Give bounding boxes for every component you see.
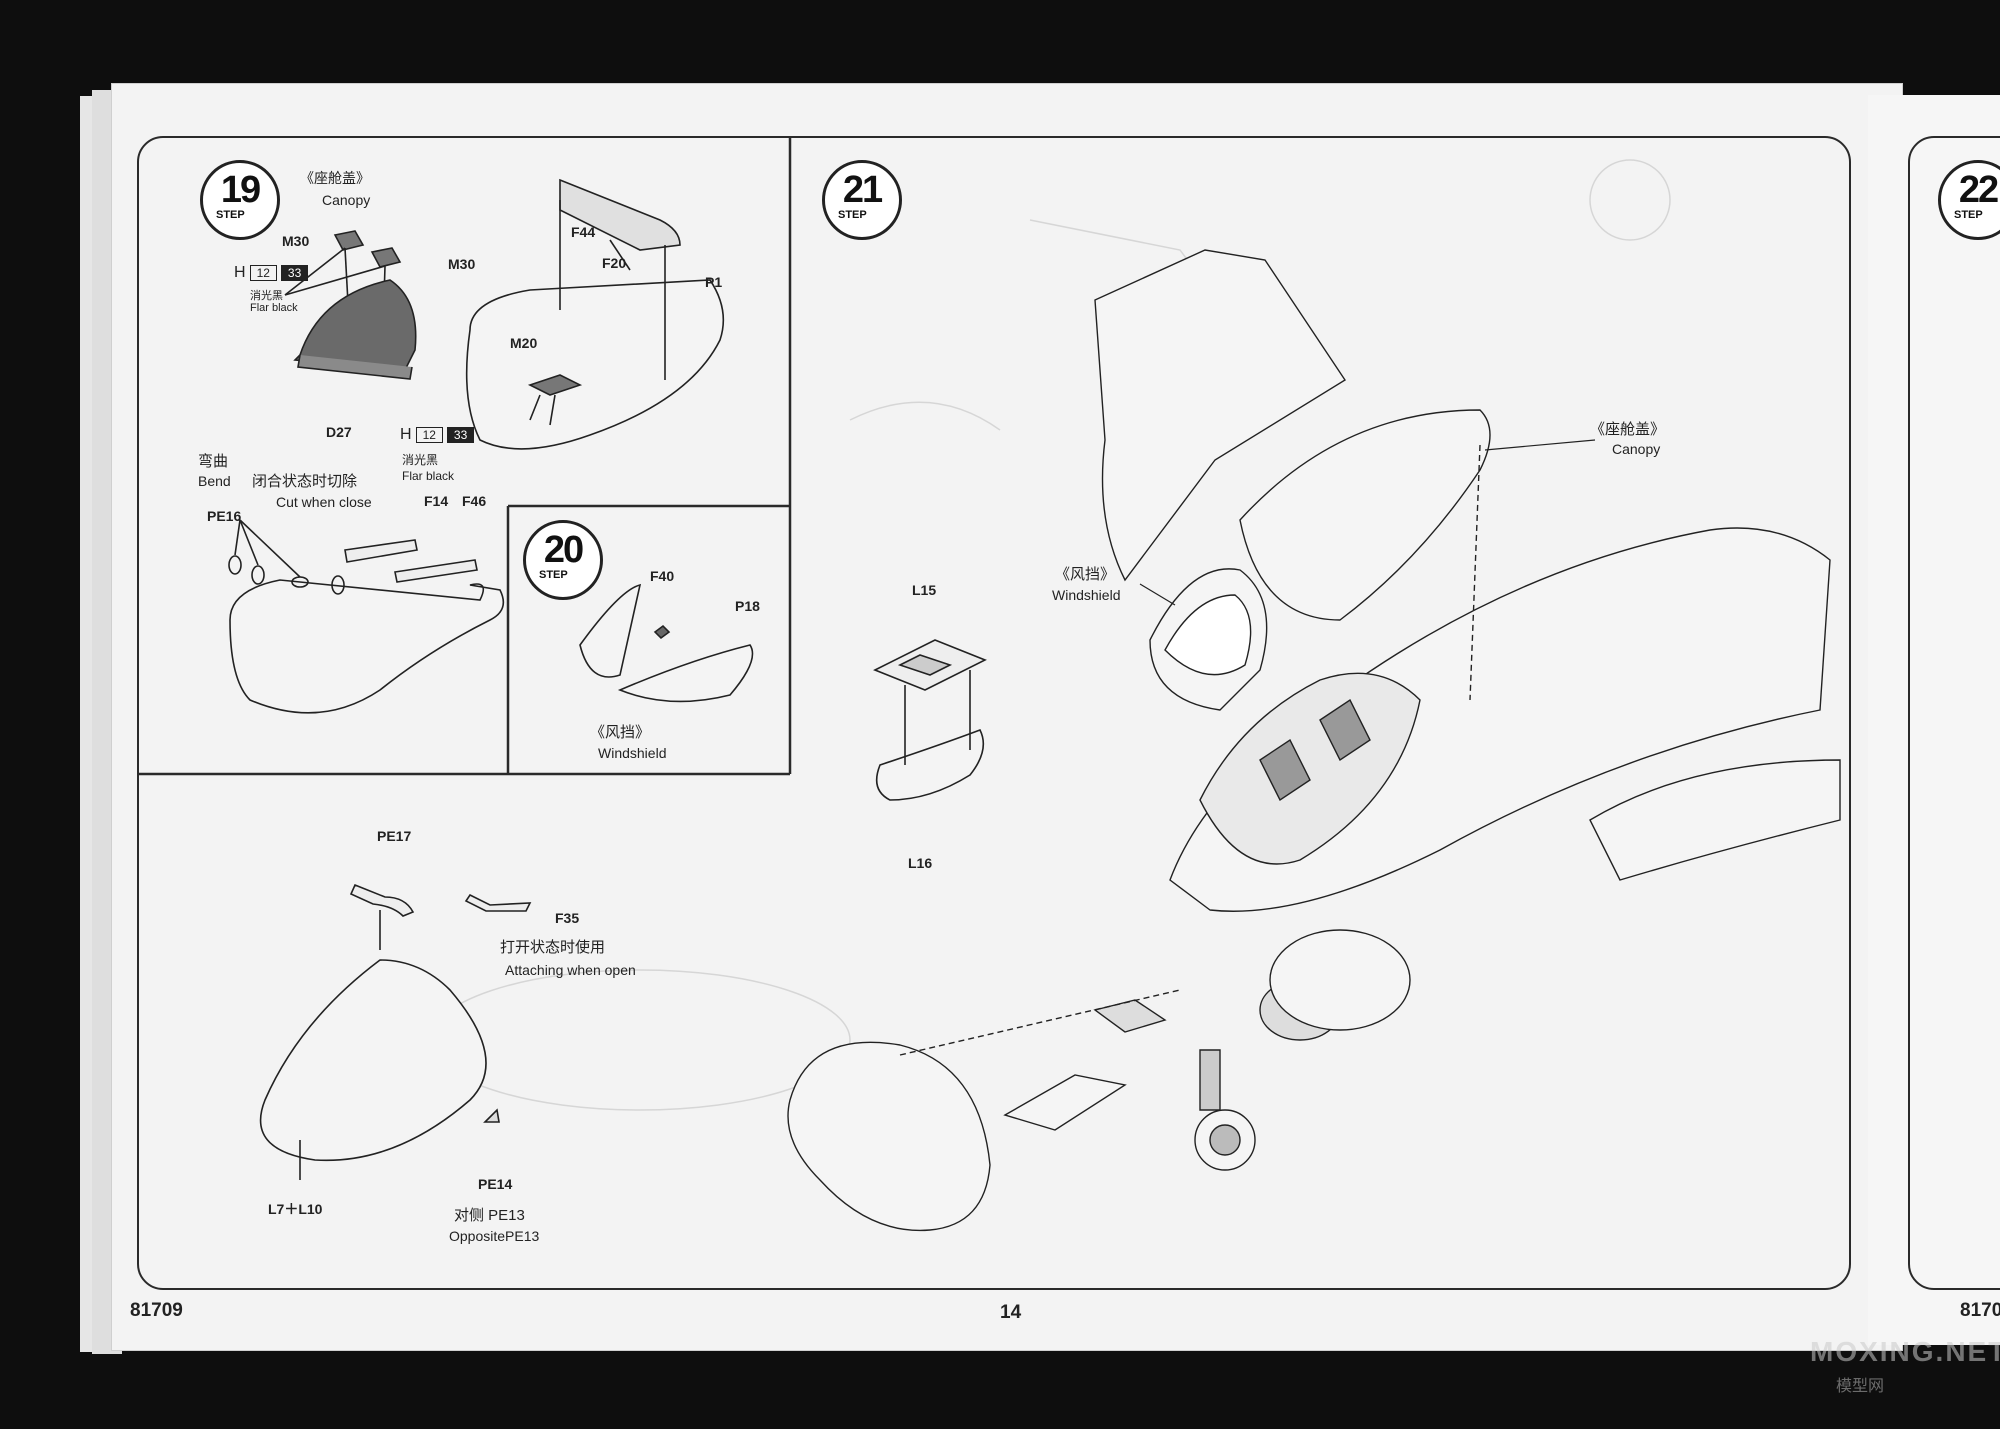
open-cn: 打开状态时使用 <box>500 939 606 956</box>
cut-en: Cut when close <box>276 494 372 510</box>
part-label: F40 <box>650 568 675 584</box>
paint-cn-2: 消光黑 <box>402 453 439 467</box>
part-label: M20 <box>510 335 538 351</box>
part-label: PE17 <box>377 828 412 844</box>
paint-number: 12 <box>249 265 277 281</box>
page-number: 14 <box>1000 1302 1022 1323</box>
opposite-en: OppositePE13 <box>449 1228 540 1244</box>
step19-step-word: STEP <box>216 209 245 221</box>
paint-prefix: H <box>400 426 412 443</box>
part-label: P18 <box>735 598 760 614</box>
watermark-cn: 模型网 <box>1836 1378 1885 1395</box>
opposite-cn: 对侧 PE13 <box>454 1207 525 1224</box>
part-label: M30 <box>448 256 476 272</box>
part-label: PE14 <box>478 1176 513 1192</box>
cut-cn: 闭合状态时切除 <box>252 473 358 490</box>
paint-en-2: Flar black <box>402 469 455 483</box>
part-label: L15 <box>912 582 937 598</box>
step22-step-word: STEP <box>1954 209 1983 221</box>
page-frame <box>137 136 1851 1290</box>
part-label: L7＋L10 <box>268 1201 323 1217</box>
product-code-next: 8170 <box>1960 1300 2000 1321</box>
step20-drawing <box>579 583 754 703</box>
step19-title-en: Canopy <box>322 192 371 208</box>
step20-number: 20 <box>543 529 584 571</box>
step21-number: 21 <box>842 169 883 211</box>
open-en: Attaching when open <box>505 962 636 978</box>
windshield-en: Windshield <box>1052 587 1121 603</box>
windshield-cn: 《风挡》 <box>590 724 651 741</box>
step19-open-drawing <box>259 883 532 1180</box>
paint-prefix: H <box>234 264 246 281</box>
step20-step-word: STEP <box>539 569 568 581</box>
part-label: F46 <box>462 493 487 509</box>
part-label: D27 <box>326 424 352 440</box>
paint-en-1: Flar black <box>250 302 298 314</box>
step19-drawing <box>228 178 725 714</box>
part-label: F44 <box>571 224 596 240</box>
part-label: F14 <box>424 493 449 509</box>
part-label: L16 <box>908 855 933 871</box>
next-page <box>1868 95 2000 1345</box>
step21-badge: 21 STEP <box>822 160 902 240</box>
part-label: PE16 <box>207 508 242 524</box>
windshield-cn: 《风挡》 <box>1055 566 1116 583</box>
watermark: MOXING.NET <box>1810 1336 2000 1367</box>
step19-title-cn: 《座舱盖》 <box>300 170 370 186</box>
part-label: F20 <box>602 255 627 271</box>
canopy-cn: 《座舱盖》 <box>1590 421 1666 438</box>
canopy-en: Canopy <box>1612 441 1661 457</box>
part-label: P1 <box>705 274 723 290</box>
step20-badge: 20 STEP <box>523 520 603 600</box>
paint-cn-1: 消光黑 <box>250 290 283 302</box>
paint-number: 12 <box>415 427 443 443</box>
next-page-frame <box>1908 136 2000 1290</box>
step19-number: 19 <box>220 169 261 211</box>
paint-number-dark: 33 <box>446 427 475 443</box>
bend-en: Bend <box>198 473 231 489</box>
step21-step-word: STEP <box>838 209 867 221</box>
step19-badge: 19 STEP <box>200 160 280 240</box>
step21-parts <box>873 639 987 801</box>
aircraft-drawing <box>787 249 1841 1232</box>
part-label: F35 <box>555 910 580 926</box>
product-code: 81709 <box>130 1300 183 1321</box>
paint-number-dark: 33 <box>280 265 309 281</box>
step22-number: 22 <box>1958 169 1999 211</box>
part-label: M30 <box>282 233 310 249</box>
bend-cn: 弯曲 <box>198 453 229 470</box>
windshield-en: Windshield <box>598 745 667 761</box>
step22-badge: 22 STEP <box>1938 160 2000 240</box>
